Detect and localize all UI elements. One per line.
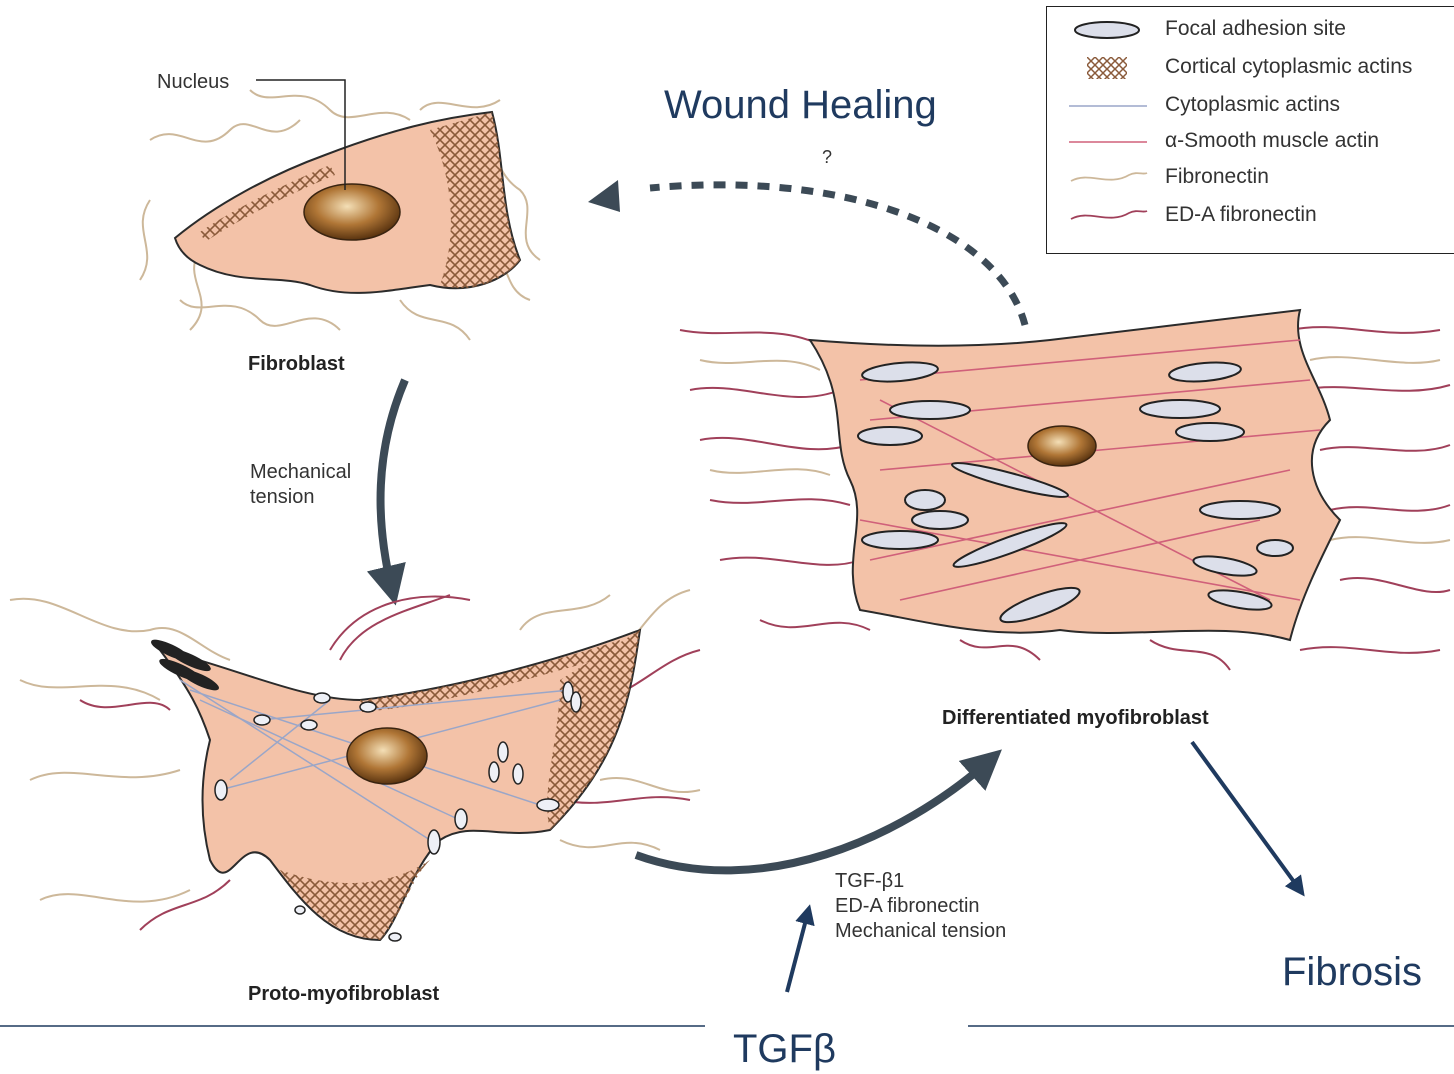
smooth-muscle-actin-icon [1059, 127, 1149, 157]
legend-row-cytoplasmic-actin: Cytoplasmic actins [1047, 91, 1454, 121]
wound-healing-label: Wound Healing [664, 83, 937, 127]
proto-myofibroblast-label: Proto-myofibroblast [248, 983, 439, 1005]
legend-row-eda-fibronectin: ED-A fibronectin [1047, 201, 1454, 231]
legend-row-cortical-actin: Cortical cytoplasmic actins [1047, 53, 1454, 83]
legend-row-focal-adhesion: Focal adhesion site [1047, 15, 1454, 45]
diff-nucleus [1028, 426, 1096, 466]
legend-label-cortical-actin: Cortical cytoplasmic actins [1165, 55, 1412, 79]
factor-tgf-b1: TGF-β1 [835, 870, 904, 892]
legend-box: Focal adhesion site Cortical cytoplasmic… [1046, 6, 1454, 254]
legend-row-smooth-muscle-actin: α-Smooth muscle actin [1047, 127, 1454, 157]
eda-fibronectin-icon [1059, 201, 1149, 231]
mechanical-tension-label-1: Mechanical [250, 461, 351, 483]
fibrosis-label: Fibrosis [1282, 950, 1422, 994]
proto-nucleus [347, 728, 427, 784]
reversion-question-mark: ? [822, 147, 832, 167]
fibroblast-nucleus [304, 184, 400, 240]
legend-label-fibronectin: Fibronectin [1165, 165, 1269, 189]
fibrosis-arrow [1192, 742, 1300, 890]
legend-label-eda-fibronectin: ED-A fibronectin [1165, 203, 1317, 227]
tgfb-label: TGFβ [733, 1027, 836, 1071]
focal-adhesion-icon [1059, 15, 1149, 45]
cortical-actin-icon [1059, 53, 1149, 83]
reversion-arrow-head [588, 180, 620, 212]
nucleus-label: Nucleus [157, 71, 229, 93]
reversion-dashed-arrow [650, 185, 1025, 325]
differentiated-myofibroblast-cell [680, 310, 1450, 670]
legend-label-focal-adhesion: Focal adhesion site [1165, 17, 1346, 41]
differentiation-arrow [636, 760, 990, 870]
mechanical-tension-arrow [381, 380, 405, 590]
differentiated-myofibroblast-label: Differentiated myofibroblast [942, 707, 1209, 729]
tgfb-arrow [787, 912, 808, 992]
legend-label-smooth-muscle-actin: α-Smooth muscle actin [1165, 129, 1379, 153]
legend-row-fibronectin: Fibronectin [1047, 163, 1454, 193]
fibroblast-cell [140, 80, 540, 340]
proto-myofibroblast-cell [10, 590, 700, 941]
cytoplasmic-actin-icon [1059, 91, 1149, 121]
mechanical-tension-label-2: tension [250, 486, 315, 508]
factor-eda-fibronectin: ED-A fibronectin [835, 895, 980, 917]
fibronectin-icon [1059, 163, 1149, 193]
fibroblast-label: Fibroblast [248, 353, 345, 375]
factor-mechanical-tension: Mechanical tension [835, 920, 1006, 942]
legend-label-cytoplasmic-actin: Cytoplasmic actins [1165, 93, 1340, 117]
